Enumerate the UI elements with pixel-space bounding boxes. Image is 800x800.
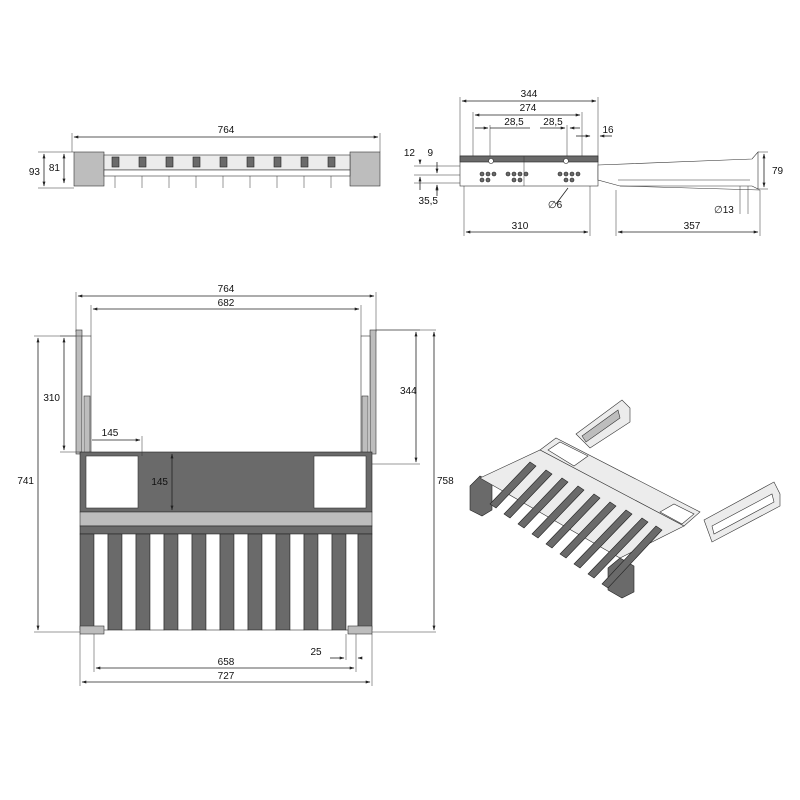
dim-93: 93 [29,167,41,178]
hanger-rods-top [111,156,336,188]
dim-dia-6: ∅6 [548,200,563,211]
dim-310-side: 310 [512,221,529,232]
dim-28-5-left: 28,5 [504,117,524,128]
dim-658: 658 [218,657,235,668]
dim-dia-13: ∅13 [714,205,734,216]
dim-764-front: 764 [218,284,235,295]
dim-741: 741 [17,476,34,487]
dim-25: 25 [310,647,322,658]
dim-758: 758 [437,476,454,487]
dim-145-h: 145 [151,477,168,488]
hanger-bars-front [79,533,373,631]
dim-764-top: 764 [218,125,235,136]
isometric-view [469,399,781,599]
dim-16: 16 [602,125,614,136]
dim-344-front: 344 [400,386,417,397]
dim-344-side: 344 [521,89,538,100]
top-view: 764 93 [29,125,381,189]
dim-145-w: 145 [102,428,119,439]
hanger-arms-iso [489,461,663,589]
dim-310-front: 310 [43,393,60,404]
side-view: 344 274 28,5 28,5 16 [404,89,784,236]
dim-12: 12 [404,148,416,159]
front-view: 764 682 [17,284,454,686]
dim-28-5-right: 28,5 [543,117,563,128]
dim-682: 682 [218,298,235,309]
dim-357: 357 [684,221,701,232]
dim-727: 727 [218,671,235,682]
dim-79: 79 [772,166,784,177]
hole-pattern [479,158,581,183]
dim-274: 274 [520,103,537,114]
dim-9: 9 [427,148,433,159]
dim-81: 81 [49,163,61,174]
dim-35-5: 35,5 [419,196,439,207]
